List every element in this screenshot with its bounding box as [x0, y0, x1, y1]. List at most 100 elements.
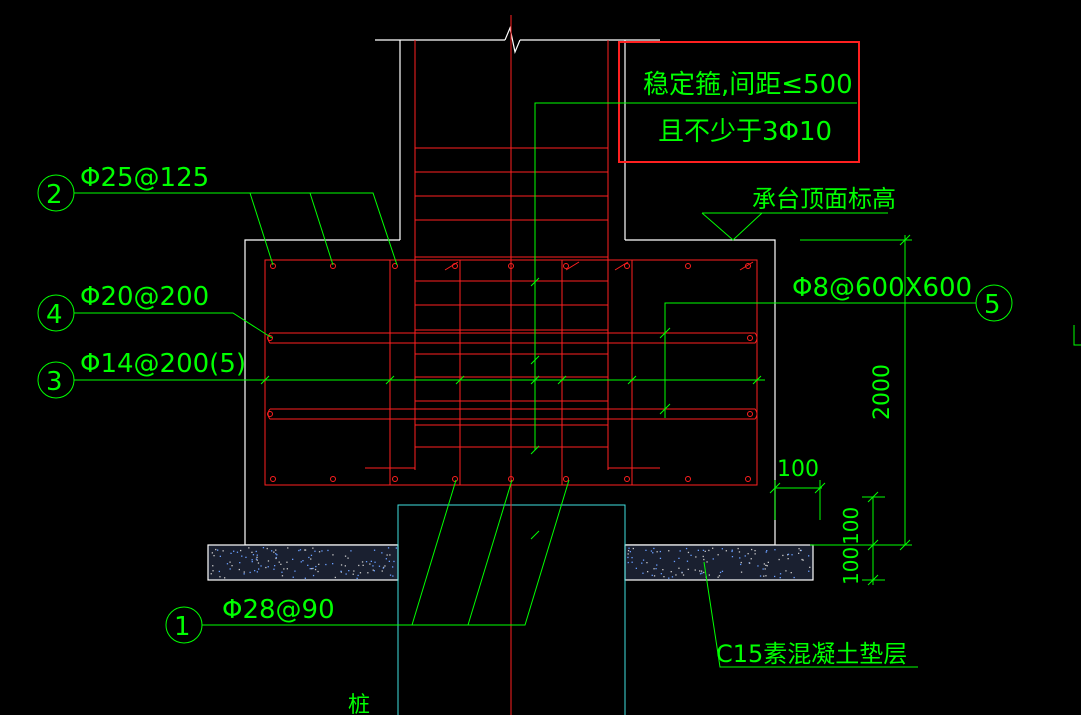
cushion-speckle	[762, 568, 764, 570]
cushion-speckle	[660, 573, 662, 575]
cushion-speckle	[299, 549, 302, 551]
dimension-tick	[385, 375, 395, 385]
rebar-dot	[452, 476, 458, 482]
cushion-speckle	[304, 549, 306, 551]
rebar-dot	[747, 411, 753, 417]
cushion-speckle	[353, 570, 355, 572]
cushion-speckle	[248, 547, 250, 549]
cushion-speckle	[334, 576, 336, 579]
cushion-speckle	[309, 568, 311, 570]
cushion-speckle	[774, 549, 776, 551]
cushion-speckle	[721, 570, 724, 572]
cushion-speckle	[362, 564, 364, 566]
cushion-speckle	[392, 566, 394, 568]
cushion-speckle	[645, 549, 647, 551]
cushion-speckle	[694, 569, 696, 571]
rebar-dot	[330, 476, 336, 482]
cushion-speckle	[241, 555, 243, 557]
cushion-speckle	[382, 567, 384, 569]
cushion-speckle	[687, 568, 689, 570]
callout-1-number: 1	[174, 612, 191, 642]
cushion-speckle	[361, 561, 364, 563]
cushion-speckle	[262, 547, 265, 549]
dim-2000: 2000	[870, 364, 895, 420]
cushion-speckle	[340, 564, 343, 566]
cushion-speckle	[668, 577, 670, 579]
cushion-speckle	[280, 563, 282, 565]
cushion-speckle	[717, 576, 719, 578]
cushion-speckle	[312, 567, 314, 570]
dimension-tick	[752, 375, 762, 385]
cushion-speckle	[712, 547, 714, 549]
cushion-speckle	[256, 556, 258, 558]
rebar-dot	[624, 476, 630, 482]
cushion-speckle	[388, 560, 390, 562]
cushion-speckle	[754, 550, 756, 552]
rebar-dot	[508, 476, 514, 482]
cushion-leader	[703, 561, 918, 668]
cushion-speckle	[717, 554, 719, 556]
dim-100-a: 100	[839, 507, 863, 545]
rebar-dot	[745, 476, 751, 482]
cushion-speckle	[318, 563, 320, 565]
cushion-speckle	[281, 571, 283, 573]
cushion-speckle	[690, 554, 692, 556]
cushion-speckle	[275, 549, 277, 551]
callout-4-number: 4	[46, 300, 63, 330]
cushion-speckle	[298, 549, 300, 552]
cushion-speckle	[663, 576, 665, 578]
cushion-speckle	[378, 565, 381, 567]
cushion-speckle	[374, 561, 376, 563]
cushion-speckle	[763, 575, 765, 577]
dimension-tick	[627, 375, 637, 385]
cushion-speckle	[782, 554, 784, 557]
cushion-speckle	[224, 577, 226, 579]
cushion-speckle	[340, 571, 342, 573]
cushion-speckle	[662, 569, 664, 571]
callout-1-text: Φ28@90	[222, 595, 335, 625]
cushion-speckle	[321, 550, 323, 552]
cushion-speckle	[703, 558, 705, 561]
cushion-speckle	[292, 576, 294, 578]
dimension-tick	[530, 375, 540, 385]
cushion-speckle	[217, 549, 219, 551]
cushion-speckle	[731, 556, 734, 558]
cushion-speckle	[370, 560, 372, 562]
callout-5-text: Φ8@600X600	[792, 273, 972, 303]
cushion-speckle	[647, 571, 649, 573]
cushion-speckle	[750, 558, 752, 560]
cushion-speckle	[311, 568, 313, 570]
cushion-speckle	[740, 571, 743, 573]
cushion-speckle	[802, 559, 804, 561]
cushion-speckle	[673, 560, 676, 563]
cushion-speckle	[718, 575, 721, 577]
cushion-speckle	[808, 555, 810, 557]
cushion-speckle	[212, 570, 214, 572]
cushion-speckle	[767, 561, 769, 563]
pile-cap-outline	[244, 239, 776, 546]
cushion-speckle	[222, 550, 224, 552]
cushion-speckle	[384, 565, 386, 567]
cushion-speckle	[629, 551, 631, 553]
cap-top-elevation-label: 承台顶面标高	[752, 185, 896, 213]
cushion-speckle	[243, 571, 245, 573]
cushion-speckle	[314, 568, 317, 571]
cushion-speckle	[302, 560, 304, 562]
cushion-speckle	[731, 550, 733, 553]
cushion-speckle	[642, 559, 645, 561]
cushion-speckle	[389, 574, 392, 576]
cushion-speckle	[703, 571, 705, 574]
cushion-speckle	[749, 562, 751, 564]
cushion-speckle	[257, 562, 260, 564]
cushion-speckle	[740, 563, 742, 566]
cushion-speckle	[304, 549, 307, 551]
callout-1	[165, 479, 570, 644]
cushion-speckle	[798, 548, 800, 550]
cushion-speckle	[793, 576, 795, 579]
cushion-speckle	[754, 553, 756, 555]
cushion-speckle	[226, 563, 229, 565]
cushion-speckle	[292, 558, 294, 560]
cushion-speckle	[310, 558, 312, 560]
cushion-speckle	[229, 561, 231, 563]
cushion-speckle	[685, 547, 688, 550]
